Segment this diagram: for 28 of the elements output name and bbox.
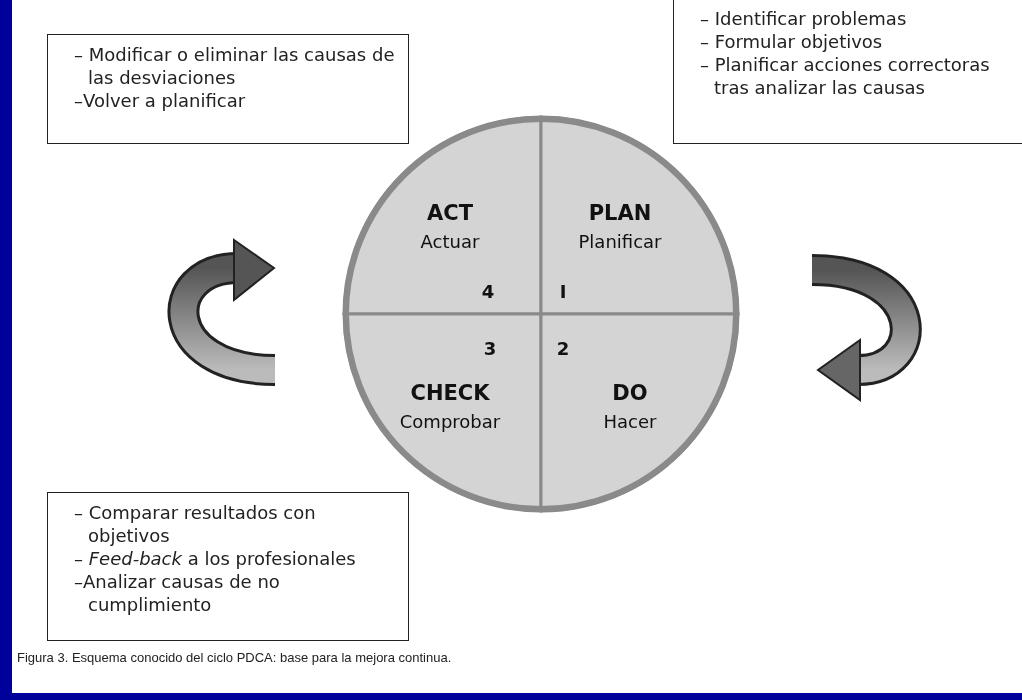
quadrant-subtitle: Planificar <box>578 231 662 252</box>
bullet-text: –Volver a planificar <box>74 89 247 112</box>
step-number: 4 <box>481 281 495 302</box>
quadrant-segment <box>541 314 738 511</box>
bullet-text: – Planificar acciones correctoras tras analizar las causas <box>700 53 991 99</box>
note-box <box>47 34 409 144</box>
quadrant-subtitle: Hacer <box>603 411 657 432</box>
bullet-text: – Formular objetivos <box>700 30 884 53</box>
cycle-circle <box>344 117 738 511</box>
quadrant-subtitle: Comprobar <box>399 411 501 432</box>
quadrant-title: PLAN <box>588 201 652 225</box>
step-number: 2 <box>556 338 570 359</box>
step-number: 3 <box>483 338 497 359</box>
bullet-text: – Feed-back a los profesionales <box>74 547 357 570</box>
quadrant-subtitle: Actuar <box>420 231 480 252</box>
bullet-text: –Analizar causas de no cumplimiento <box>74 570 281 616</box>
caption: Figura 3. Esquema conocido del ciclo PDCA: base para la mejora continua. <box>17 650 452 665</box>
quadrant-title: CHECK <box>410 381 490 405</box>
quadrant-segment <box>541 117 738 314</box>
quadrant-title: DO <box>612 381 648 405</box>
step-number: I <box>559 281 567 302</box>
bullet-text: – Identificar problemas <box>700 7 908 30</box>
note-box <box>47 492 409 641</box>
quadrant-segment <box>344 117 541 314</box>
quadrant-segment <box>344 314 541 511</box>
bullet-text: – Modificar o eliminar las causas de las desviaciones <box>74 43 396 89</box>
note-box <box>673 0 1022 144</box>
quadrant-title: ACT <box>427 201 473 225</box>
